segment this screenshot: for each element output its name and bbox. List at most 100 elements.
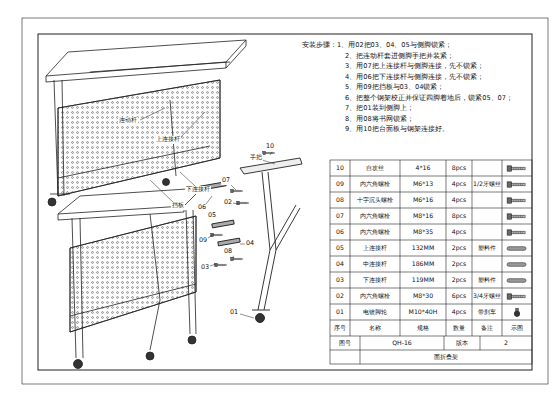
lower-table — [188, 336, 196, 344]
install-step: 5、用09把挡板与03、04锁紧； — [345, 84, 444, 91]
table-cell: 10 — [336, 165, 344, 172]
leader-line — [210, 264, 216, 266]
title-block-cell: 2 — [504, 340, 508, 347]
table-cell: 8pcs — [452, 165, 467, 172]
leader-line — [180, 112, 205, 138]
table-cell: 8pcs — [452, 213, 467, 220]
side-leg — [218, 238, 240, 246]
lower-table — [72, 218, 83, 358]
table-cell: 2pcs — [452, 245, 467, 252]
side-leg — [237, 201, 249, 205]
table-cell: 4pcs — [452, 229, 467, 236]
install-step: 4、用06把下连接杆与侧脚连接，先不锁紧； — [345, 74, 484, 81]
side-leg — [231, 189, 243, 193]
table-cell: 09 — [336, 181, 344, 188]
table-cell: 4*16 — [416, 165, 431, 172]
table-cell: 186MM — [412, 261, 435, 268]
side-leg — [231, 257, 243, 261]
leader-line — [240, 314, 254, 318]
side-leg — [200, 151, 302, 322]
table-cell: M8*16 — [413, 213, 433, 220]
parts-table — [360, 336, 480, 364]
upper-table — [50, 194, 70, 195]
callout-number: 03 — [200, 264, 210, 271]
table-header: 规格 — [417, 325, 429, 332]
callout-number: 02 — [223, 199, 233, 206]
leader-line — [206, 196, 212, 204]
callout-number: 01 — [229, 309, 239, 316]
lower-table — [58, 188, 202, 214]
sheet-border — [22, 18, 548, 384]
table-cell: 132MM — [412, 245, 435, 252]
table-cell: M6*16 — [413, 197, 433, 204]
callout-number: 08 — [223, 248, 233, 255]
table-cell: 塑料件 — [478, 245, 496, 252]
upper-table — [46, 62, 226, 82]
table-cell: 电镀脚轮 — [363, 309, 387, 316]
part-icon — [507, 263, 526, 267]
side-leg — [270, 205, 300, 250]
part-name: 手把 — [249, 154, 263, 161]
table-cell: M8*30 — [413, 293, 433, 300]
parts-table — [330, 160, 532, 364]
part-name: 下连接杆 — [185, 186, 211, 193]
table-cell: M8*35 — [413, 229, 433, 236]
lower-table — [74, 360, 83, 369]
leader-line — [230, 184, 236, 190]
install-step: 安装步骤：1、用02把03、04、05与侧脚锁紧； — [302, 42, 452, 49]
install-step: 6、把整个钢架校正并保证四脚着地后，锁紧05、07； — [345, 95, 513, 102]
table-cell: 中连接杆 — [363, 261, 387, 268]
lower-table — [146, 352, 154, 360]
leader-line — [140, 108, 165, 120]
table-cell: 内六角螺栓 — [360, 229, 390, 236]
callout-number: 06 — [197, 204, 207, 211]
table-cell: 01 — [336, 309, 344, 316]
callout-number: 05 — [207, 212, 217, 219]
table-cell: 2pcs — [452, 261, 467, 268]
upper-table — [46, 40, 246, 76]
parts-table — [330, 160, 532, 364]
table-cell: M6*13 — [413, 181, 433, 188]
title-block-cell: 版本 — [456, 340, 468, 347]
lower-table — [58, 206, 184, 220]
leader-line — [208, 234, 214, 238]
upper-table — [226, 40, 246, 68]
parts-table — [350, 160, 502, 336]
table-cell: 05 — [336, 245, 344, 252]
table-header: 备注 — [481, 325, 493, 332]
leader-line — [180, 172, 195, 186]
part-icon — [507, 247, 526, 251]
part-icon — [507, 279, 526, 283]
table-cell: 上连接杆 — [363, 245, 387, 252]
part-icon — [514, 308, 520, 317]
table-cell: 03 — [336, 277, 344, 284]
table-cell: 4pcs — [452, 197, 467, 204]
install-step: 7、把01装到侧脚上； — [345, 105, 414, 112]
lower-table — [70, 284, 196, 316]
callout-number: 09 — [198, 237, 208, 244]
upper-table — [58, 80, 220, 196]
lower-table — [186, 210, 196, 334]
side-leg — [252, 310, 270, 311]
callout-number: 07 — [221, 177, 231, 184]
leader-line — [150, 180, 174, 203]
part-icon — [507, 166, 525, 171]
part-name: 上连接杆 — [155, 136, 181, 143]
table-header: 序号 — [334, 325, 346, 332]
table-cell: 十字沉头螺栓 — [357, 197, 393, 204]
callout-number: 10 — [265, 143, 275, 150]
table-cell: 3/4牙螺丝 — [473, 293, 501, 300]
table-cell: 04 — [336, 261, 344, 268]
part-name: 挡板 — [171, 202, 185, 209]
part-icon — [507, 230, 525, 235]
table-cell: 自攻丝 — [366, 165, 384, 172]
table-cell: 2pcs — [452, 277, 467, 284]
table-cell: 内六角螺栓 — [360, 213, 390, 220]
table-cell: 6pcs — [452, 293, 467, 300]
table-header: 示图 — [511, 325, 523, 332]
table-cell: 带刹车 — [478, 309, 496, 316]
leader-line — [232, 203, 240, 204]
lower-table — [58, 188, 202, 369]
upper-table — [163, 179, 170, 186]
